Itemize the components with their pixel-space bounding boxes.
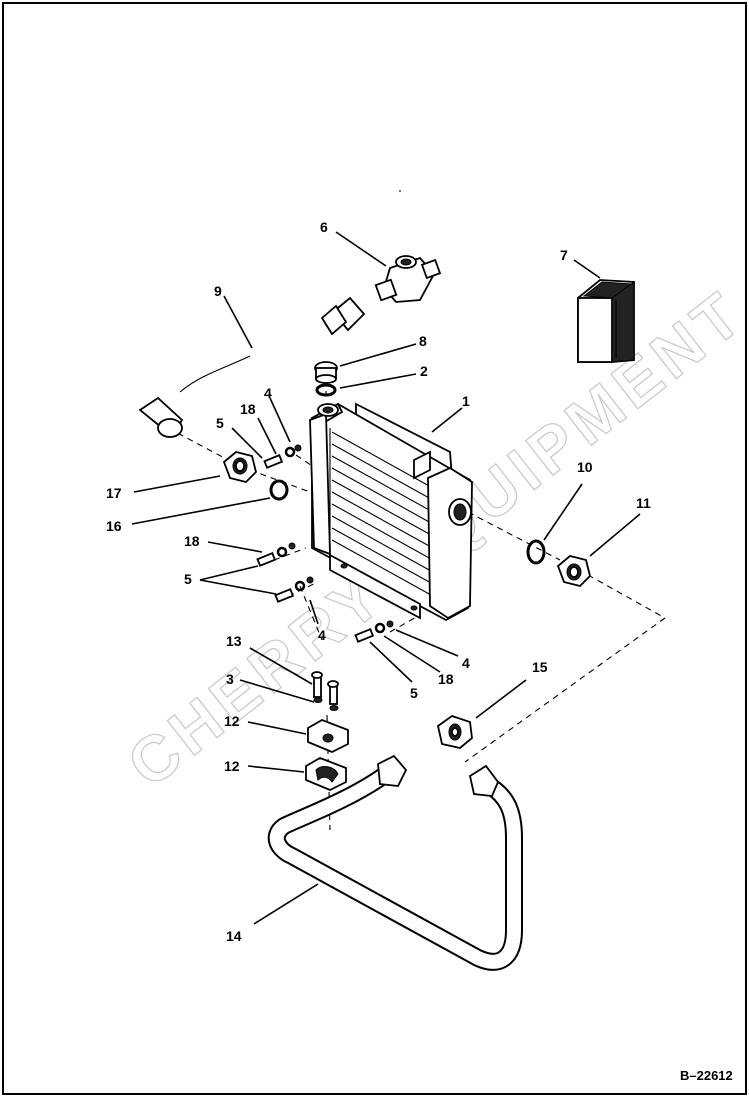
screws-part-13 <box>311 671 339 705</box>
callout-6: 6 <box>320 219 328 235</box>
callout-5-right: 5 <box>410 685 418 701</box>
callout-7: 7 <box>560 247 568 263</box>
callout-14: 14 <box>226 928 242 944</box>
callout-5-mid: 5 <box>184 571 192 587</box>
oil-cooler-part-1 <box>309 402 473 622</box>
callout-3: 3 <box>226 671 234 687</box>
o-ring-part-2 <box>315 383 337 397</box>
callout-12-upper: 12 <box>224 713 240 729</box>
figure-code: B–22612 <box>680 1068 733 1083</box>
clamp-half-lower-part-12 <box>305 757 347 791</box>
clamp-half-upper-part-12 <box>307 719 349 753</box>
callout-4-top: 4 <box>264 385 272 401</box>
callout-4-right: 4 <box>462 655 470 671</box>
leader-lines <box>131 231 641 925</box>
callout-9: 9 <box>214 283 222 299</box>
fitting-part-11 <box>556 555 591 587</box>
plug-part-8 <box>314 361 338 384</box>
callout-13: 13 <box>226 633 242 649</box>
callout-12-lower: 12 <box>224 758 240 774</box>
callout-15: 15 <box>532 659 548 675</box>
callout-10: 10 <box>577 459 593 475</box>
washers-part-3 <box>313 697 339 711</box>
callout-4-mid: 4 <box>318 627 326 643</box>
callout-1: 1 <box>462 393 470 409</box>
fitting-part-17 <box>222 451 257 483</box>
callout-18-right: 18 <box>438 671 454 687</box>
callout-5-top: 5 <box>216 415 224 431</box>
callout-labels: 6 7 9 8 2 1 4 18 5 17 16 18 5 4 10 11 4 … <box>106 219 733 1083</box>
callout-8: 8 <box>419 333 427 349</box>
callout-18-top: 18 <box>240 401 256 417</box>
callout-18-mid: 18 <box>184 533 200 549</box>
tube-part-14 <box>267 754 523 971</box>
callout-16: 16 <box>106 518 122 534</box>
tee-fitting-part-6 <box>374 255 442 303</box>
o-ring-part-10 <box>526 539 546 565</box>
callout-11: 11 <box>636 495 651 511</box>
o-ring-part-16 <box>269 479 289 501</box>
hose-part-9 <box>138 296 366 438</box>
box-part-7 <box>577 279 635 363</box>
callout-2: 2 <box>420 363 428 379</box>
callout-17: 17 <box>106 485 122 501</box>
bolt-set-upper <box>263 444 302 469</box>
bolt-set-middle-left <box>256 542 296 567</box>
bolt-set-lower-right <box>354 620 394 643</box>
fitting-part-15 <box>436 715 473 749</box>
bolt-set-lower-left <box>274 576 314 603</box>
